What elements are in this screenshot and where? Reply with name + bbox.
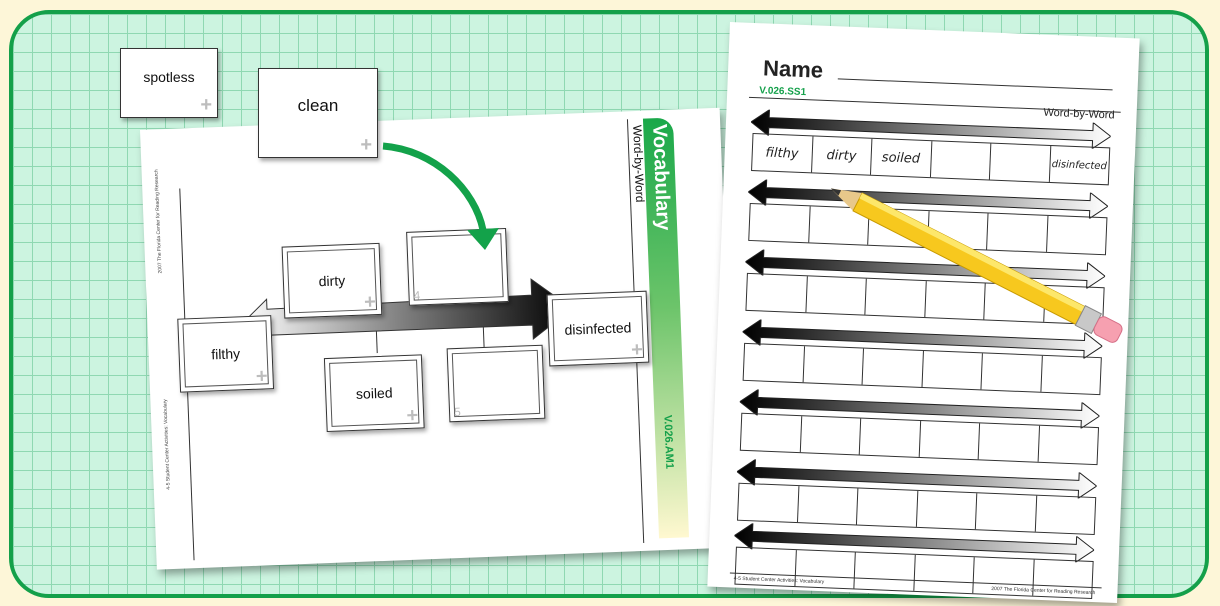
card-number: 5 (453, 404, 462, 420)
mat-title: Vocabulary (648, 123, 675, 231)
double-arrow-icon (744, 248, 1106, 290)
answer-cell[interactable]: dirty (811, 136, 873, 175)
card-spotless[interactable]: spotless + (120, 48, 218, 118)
arrow-row (743, 248, 1106, 326)
arrow-row (732, 522, 1095, 599)
double-arrow-icon (747, 178, 1109, 220)
answer-cell[interactable]: disinfected (1051, 158, 1108, 172)
arrow-row (738, 388, 1101, 466)
arrow-row (746, 178, 1109, 256)
card-soiled[interactable]: soiled + (323, 354, 425, 433)
card-spotless-label: spotless (143, 69, 195, 85)
answer-cell[interactable]: soiled (870, 138, 932, 178)
mat-left-credit: 2007 The Florida Center for Reading Rese… (153, 169, 164, 274)
card-filthy[interactable]: filthy + (177, 315, 275, 393)
card-clean-label: clean (297, 96, 339, 115)
arrow-row (741, 318, 1103, 396)
plus-icon: + (200, 94, 212, 116)
card-empty-bottom[interactable]: 5 (446, 344, 546, 423)
card-disinfected[interactable]: disinfected + (546, 290, 650, 367)
card-dirty[interactable]: dirty + (281, 242, 383, 319)
plus-icon: + (630, 338, 644, 362)
answer-cell[interactable] (989, 143, 1051, 182)
double-arrow-icon (736, 458, 1098, 500)
move-arrow-icon (382, 142, 499, 250)
vocabulary-mat: 2007 The Florida Center for Reading Rese… (140, 107, 737, 570)
card-clean[interactable]: clean + (258, 68, 378, 158)
card-inner-border (451, 349, 541, 418)
plus-icon: + (363, 291, 377, 314)
card-number: 4 (413, 288, 421, 303)
pencil-icon (830, 188, 1123, 343)
mat-title-band: Vocabulary (642, 117, 690, 539)
double-arrow-icon (742, 318, 1103, 360)
plus-icon: + (360, 134, 372, 156)
mat-left-credit-2: 4-5 Student Center Activities: Vocabular… (162, 399, 172, 490)
student-sheet: Name V.026.SS1 Word-by-Word filthy dirty… (707, 22, 1140, 603)
arrow-row (735, 458, 1098, 536)
plus-icon: + (255, 365, 268, 388)
name-line (837, 78, 1113, 91)
name-label: Name (762, 55, 824, 83)
answer-cell[interactable] (930, 141, 992, 180)
mat-code: V.026.AM1 (661, 414, 676, 470)
sheet-code: V.026.SS1 (759, 85, 807, 99)
arrow-row: filthy dirty soiled disinfected (749, 108, 1112, 186)
double-arrow-icon (733, 522, 1095, 564)
plus-icon: + (406, 404, 419, 427)
answer-cell[interactable]: filthy (752, 134, 813, 173)
double-arrow-icon (739, 388, 1101, 430)
double-arrow-icon (750, 108, 1112, 150)
